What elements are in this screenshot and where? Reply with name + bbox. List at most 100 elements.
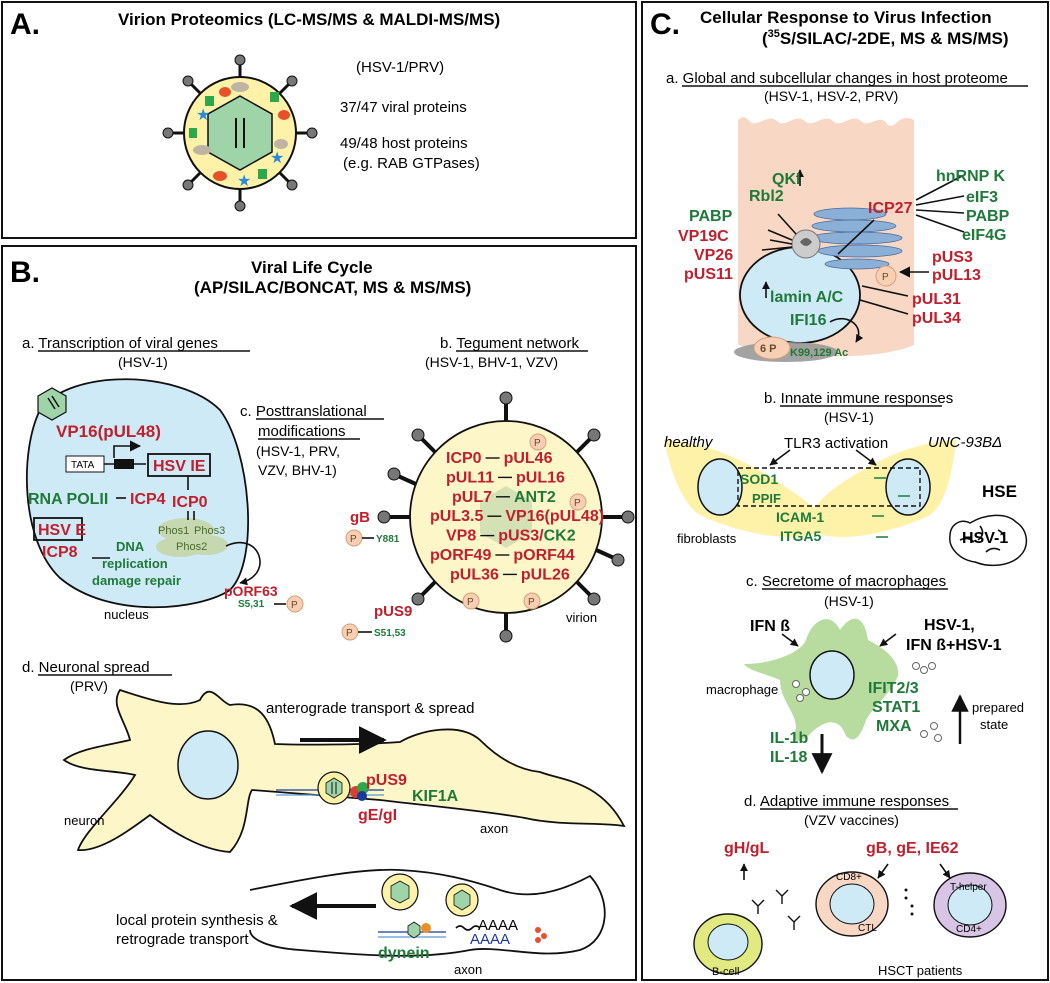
- hse-label: HSE: [982, 482, 1017, 501]
- teg-p-3: P: [467, 597, 474, 608]
- ptm-virus-2: VZV, BHV-1): [258, 462, 337, 478]
- teg-p-4: P: [528, 597, 535, 608]
- neuronal-virus: (PRV): [70, 678, 108, 694]
- vp19c-label: VP19C: [678, 228, 729, 245]
- tegument-heading: b. Tegument network: [440, 335, 579, 352]
- virion-illustration: ★ ★ ★: [162, 54, 318, 212]
- adaptive-cells: [693, 863, 1007, 975]
- icp4-label: ICP4: [130, 491, 166, 508]
- unc93b-label: UNC-93BΔ: [928, 434, 1002, 451]
- rbl2-label: Rbl2: [749, 188, 784, 205]
- tlr3-label: TLR3 activation: [784, 435, 888, 452]
- tata-label: TATA: [71, 460, 95, 471]
- tegument-protein-left: pORF49: [430, 547, 491, 564]
- ge-gi-label: gE/gI: [358, 807, 397, 824]
- pus11-label: pUS11: [684, 266, 733, 283]
- teg-p-2: P: [574, 498, 581, 509]
- tegument-protein-right: pUS3/CK2: [498, 528, 575, 545]
- nucleus-illustration: [25, 378, 261, 609]
- ptm-pus9-label: pUS9: [374, 603, 412, 620]
- dna-label-2: replication: [102, 556, 168, 571]
- adaptive-virus: (VZV vaccines): [804, 812, 899, 828]
- s5153-label: S51,53: [374, 628, 406, 639]
- svg-text:★: ★: [196, 107, 210, 124]
- transcription-virus: (HSV-1): [118, 354, 168, 370]
- axon-label-2: axon: [454, 962, 482, 977]
- s531-label: S5,31: [238, 599, 265, 610]
- teg-p-1: P: [534, 438, 541, 449]
- pus3-label: pUS3: [932, 249, 973, 266]
- dna-label-3: damage repair: [92, 573, 181, 588]
- neuron-label: neuron: [64, 813, 104, 828]
- panel-a-viral-proteins: 37/47 viral proteins: [340, 99, 467, 116]
- local-label-2: retrograde transport: [116, 931, 249, 948]
- porf63-p: P: [291, 600, 298, 611]
- k99-label: K99,129 Ac: [790, 347, 848, 359]
- sod1-label: SOD1: [740, 471, 778, 487]
- y881-label: Y881: [376, 534, 400, 545]
- virion-label: virion: [566, 610, 597, 625]
- tegument-virion: P P P P: [377, 391, 635, 643]
- svg-text:★: ★: [237, 173, 251, 190]
- aaaa-label-2: AAAA: [470, 931, 510, 948]
- lamin-p: P: [882, 272, 889, 283]
- icp27-label: ICP27: [868, 200, 913, 217]
- hsv1-macro-label: HSV-1,: [924, 617, 975, 634]
- ifit-label: IFIT2/3: [868, 680, 919, 697]
- antero-label: anterograde transport & spread: [266, 700, 474, 717]
- ifnb-label: IFN ß: [750, 618, 790, 635]
- adaptive-heading: d. Adaptive immune responses: [744, 793, 949, 810]
- hsv-e-label: HSV E: [38, 522, 86, 539]
- local-label-1: local protein synthesis &: [116, 912, 278, 929]
- icp0-label: ICP0: [172, 494, 208, 511]
- ifnb-hsv1-label: IFN ß+HSV-1: [906, 637, 1002, 654]
- neuron-illustration: [62, 688, 626, 957]
- eif4g-label: eIF4G: [962, 227, 1006, 244]
- pus9-p: P: [346, 628, 353, 639]
- tegument-protein-right: pORF44: [513, 547, 574, 564]
- hnrnpk-label: hnRNP K: [936, 168, 1005, 185]
- tegument-protein-left: pUL36: [450, 566, 499, 583]
- pabp-left-label: PABP: [689, 208, 733, 225]
- ptm-heading-2: modifications: [258, 423, 346, 440]
- stat1-label: STAT1: [872, 699, 920, 716]
- panel-a-host-proteins: 49/48 host proteins: [340, 135, 468, 152]
- panel-b-title-1: Viral Life Cycle: [251, 258, 373, 277]
- vp26-label: VP26: [694, 247, 733, 264]
- aaaa-label-1: AAAA: [478, 917, 518, 934]
- global-heading: a. Global and subcellular changes in hos…: [666, 70, 1008, 87]
- phos3-label: Phos3: [194, 525, 225, 537]
- bcell-label: B-cell: [712, 966, 740, 978]
- il1b-label: IL-1b: [770, 730, 808, 747]
- hsv-ie-label: HSV IE: [153, 458, 206, 475]
- tegument-protein-left: VP8: [446, 528, 476, 545]
- gb-label: gB: [350, 509, 370, 526]
- panel-c-title-1: Cellular Response to Virus Infection: [700, 8, 992, 27]
- dna-label-1: DNA: [116, 539, 145, 554]
- gbge-label: gB, gE, IE62: [866, 840, 959, 857]
- secretome-virus: (HSV-1): [824, 593, 874, 609]
- tegument-virus: (HSV-1, BHV-1, VZV): [425, 354, 558, 370]
- panel-c-title-2: (35S/SILAC/-2DE, MS & MS/MS): [762, 28, 1009, 48]
- panel-a-title: Virion Proteomics (LC-MS/MS & MALDI-MS/M…: [118, 10, 500, 29]
- rna-pol-label: RNA POLII: [28, 491, 108, 508]
- six-p-label: 6 P: [760, 343, 777, 355]
- neuron-pus9-label: pUS9: [366, 772, 407, 789]
- ctl-label: CTL: [858, 923, 877, 934]
- panel-b-letter: B.: [10, 256, 40, 289]
- innate-virus: (HSV-1): [824, 409, 874, 425]
- panel-a-border: [1, 1, 637, 239]
- eif3-label: eIF3: [966, 189, 998, 206]
- tegument-protein-left: pUL7: [452, 489, 492, 506]
- macrophage-label: macrophage: [706, 682, 778, 697]
- porf63-label: pORF63: [224, 583, 278, 599]
- ifi16-label: IFI16: [790, 312, 827, 329]
- thelper-label: T-helper: [950, 882, 987, 893]
- lamin-label: lamin A/C: [770, 289, 844, 306]
- fibroblasts-label: fibroblasts: [677, 531, 737, 546]
- transcription-heading: a. Transcription of viral genes: [22, 335, 218, 352]
- gb-p: P: [350, 534, 357, 545]
- qki-label: QKI: [772, 171, 800, 188]
